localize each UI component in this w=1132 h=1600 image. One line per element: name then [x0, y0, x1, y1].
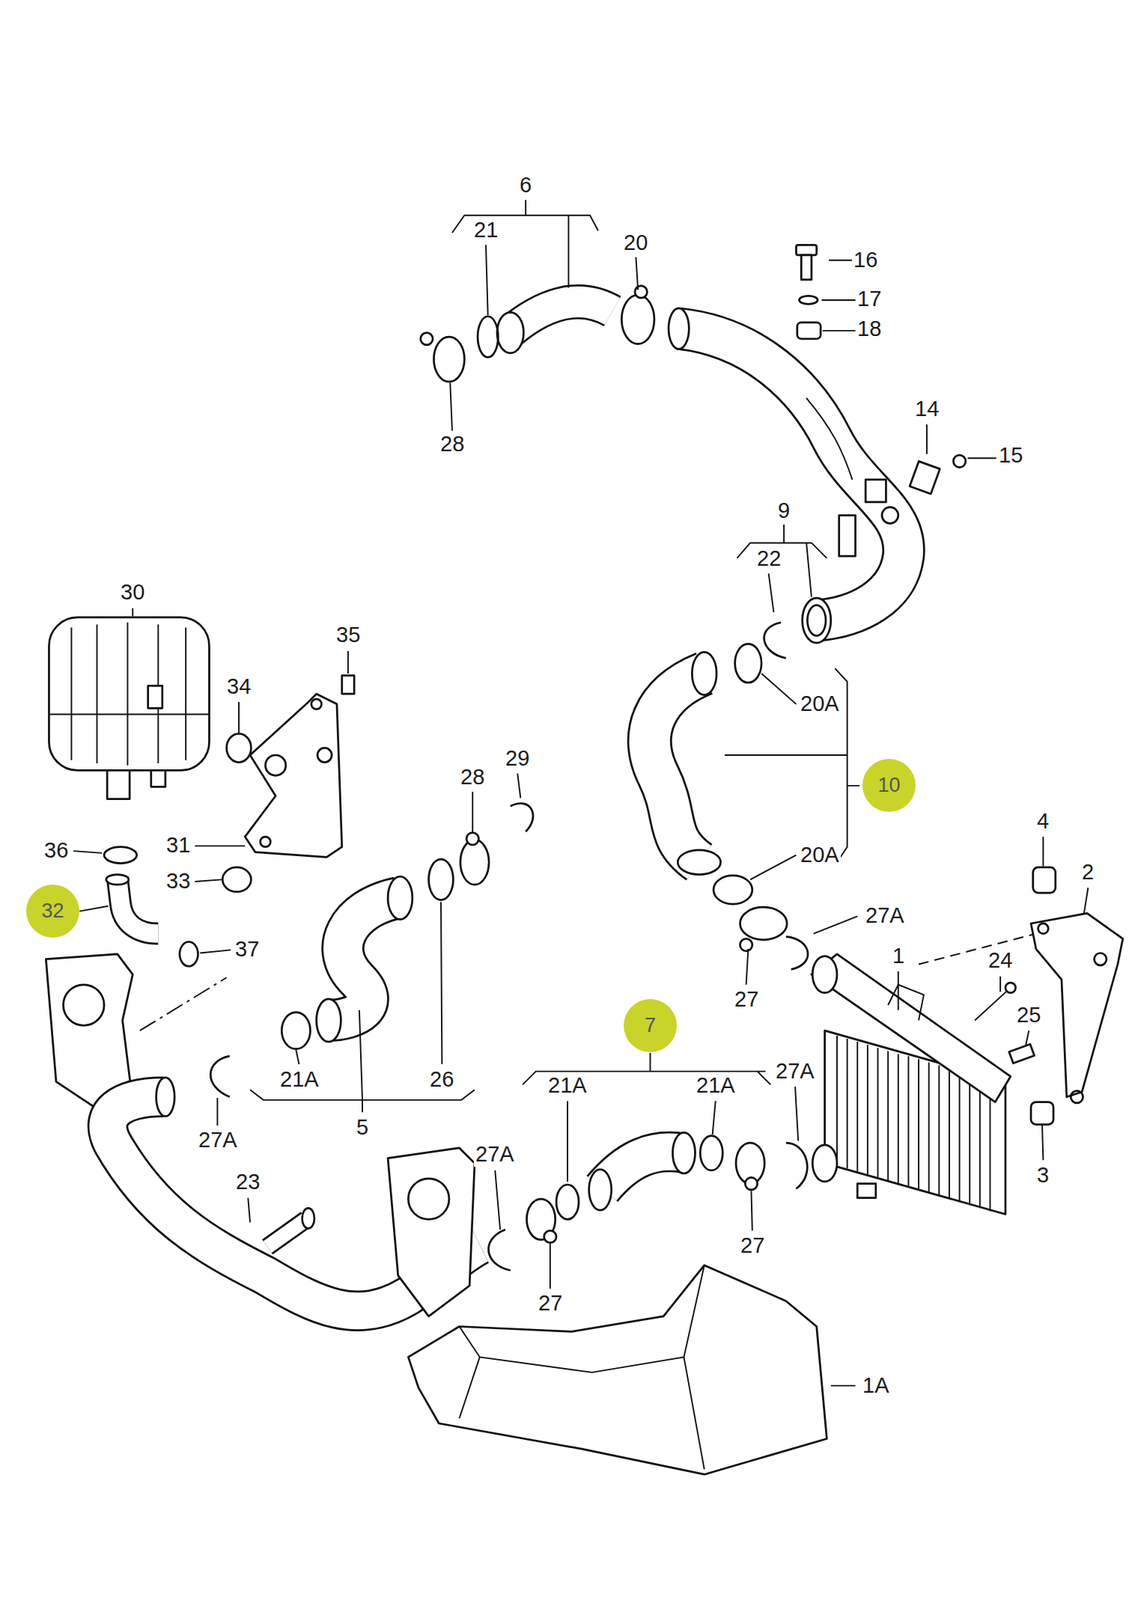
callout-number: 27 — [536, 1292, 564, 1317]
callout-number: 6 — [518, 173, 534, 198]
callout-number: 9 — [776, 499, 792, 524]
callout-number: 27A — [774, 1060, 817, 1085]
callout-number: 21A — [278, 1068, 321, 1093]
callout-number: 34 — [225, 675, 253, 700]
callout-number: 17 — [855, 287, 883, 312]
callout-number: 7 — [644, 1014, 656, 1038]
callout-number: 22 — [755, 547, 783, 572]
callout-number: 27 — [732, 988, 760, 1013]
callout-number: 27A — [473, 1143, 516, 1168]
callout-number: 27A — [863, 904, 906, 929]
callout-number: 27A — [196, 1129, 239, 1153]
callout-number: 35 — [334, 623, 362, 648]
callout-number: 1A — [860, 1374, 891, 1399]
callout-number: 5 — [354, 1116, 370, 1141]
callout-number: 14 — [913, 397, 941, 422]
callout-number: 26 — [428, 1068, 456, 1093]
callout-number: 21 — [472, 218, 500, 243]
callout-number: 21A — [546, 1074, 589, 1099]
callout-number: 36 — [42, 839, 70, 864]
callout-number: 18 — [855, 317, 883, 342]
callout-number: 15 — [997, 443, 1025, 468]
callout-number: 32 — [41, 899, 64, 924]
callout-number: 27 — [738, 1234, 766, 1259]
callout-number: 23 — [234, 1170, 262, 1195]
highlight-circle: 7 — [623, 999, 677, 1053]
callout-number: 37 — [233, 938, 261, 963]
callout-number: 10 — [877, 774, 900, 798]
highlight-circle: 32 — [26, 884, 80, 939]
callout-number: 33 — [164, 869, 192, 894]
callout-number: 3 — [1035, 1164, 1051, 1189]
callout-number: 25 — [1015, 1003, 1043, 1028]
callout-number: 28 — [438, 432, 466, 457]
callout-number: 30 — [119, 580, 146, 605]
callout-number: 24 — [986, 949, 1014, 974]
callout-number: 29 — [503, 747, 531, 772]
callout-number: 2 — [1080, 860, 1096, 885]
highlight-circle: 10 — [862, 759, 916, 813]
callout-number: 31 — [164, 834, 192, 858]
callout-number: 20 — [622, 231, 650, 256]
callout-number: 20A — [798, 692, 841, 717]
callout-number: 21A — [694, 1074, 737, 1099]
callout-number: 20A — [798, 843, 841, 868]
callout-number: 4 — [1035, 810, 1051, 835]
callout-number: 16 — [851, 248, 879, 273]
callout-number: 1 — [890, 944, 906, 969]
callout-number: 28 — [458, 765, 486, 790]
